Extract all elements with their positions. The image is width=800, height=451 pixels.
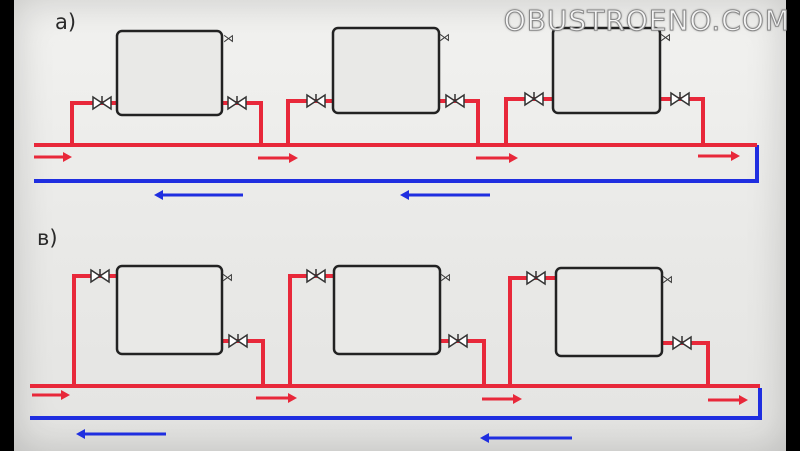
return-pipe-b [30,388,762,420]
riser-pipe [72,274,117,386]
flow-arrow-icon [400,190,490,200]
flow-arrow-icon [482,394,522,404]
riser-pipe [439,99,480,145]
air-vent-icon: ⋊ [662,273,673,286]
riser-pipe [286,99,333,145]
valve-icon [524,91,544,106]
panel-a: ⋊ ⋊ ⋊ [34,26,759,200]
valve-icon [90,268,110,283]
flow-arrow-icon [476,153,518,163]
flow-arrow-icon [698,151,740,161]
flow-arrow-icon [154,190,243,200]
riser-pipe [440,339,486,386]
panel-b: ⋊ ⋊ ⋊ [30,264,762,443]
radiator-icon [551,26,662,115]
air-vent-icon: ⋊ [222,271,233,284]
riser-pipe [662,341,710,386]
valve-icon [92,95,112,110]
flow-arrow-icon [258,153,298,163]
air-vent-icon: ⋊ [439,31,450,44]
valve-icon [448,333,468,348]
panel-label-b: в) [37,226,58,250]
flow-arrow-icon [76,429,166,439]
air-vent-icon: ⋊ [223,32,234,45]
riser-pipe [288,274,334,386]
watermark: OBUSTROENO.COM [503,4,790,38]
valve-icon [670,91,690,106]
riser-pipe [504,97,553,145]
radiator-icon [332,264,442,356]
valve-icon [227,95,247,110]
radiator-icon [554,266,664,358]
flow-arrow-icon [256,393,297,403]
valve-icon [306,93,326,108]
riser-pipe [222,339,265,386]
flow-arrow-icon [34,152,72,162]
valve-icon [526,270,546,285]
return-pipe-a [34,145,759,183]
valve-icon [228,333,248,348]
air-vent-icon: ⋊ [440,271,451,284]
valve-icon [306,268,326,283]
panel-label-a: а) [55,10,77,34]
radiator-icon [115,29,224,117]
air-vent-icon: ⋊ [660,31,671,44]
valve-icon [672,335,692,350]
riser-pipe [660,97,705,145]
valve-icon [445,93,465,108]
radiator-icon [331,26,441,115]
radiator-icon [115,264,224,356]
flow-arrow-icon [480,433,572,443]
flow-arrow-icon [708,395,748,405]
riser-pipe [508,276,556,386]
flow-arrow-icon [32,390,70,400]
